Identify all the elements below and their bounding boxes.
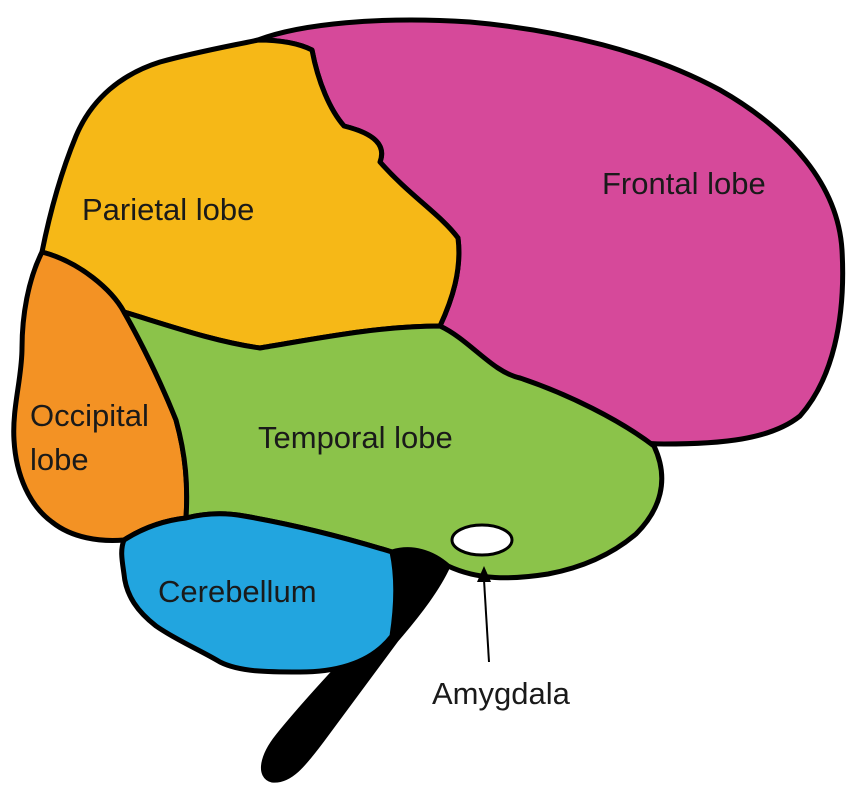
parietal-lobe-label: Parietal lobe bbox=[82, 192, 254, 227]
amygdala-label: Amygdala bbox=[432, 676, 571, 711]
amygdala-arrow bbox=[484, 580, 489, 662]
temporal-lobe-label: Temporal lobe bbox=[258, 420, 453, 455]
occipital-lobe-label-line1: Occipital bbox=[30, 398, 149, 433]
cerebellum-label: Cerebellum bbox=[158, 574, 317, 609]
occipital-lobe-label-line2: lobe bbox=[30, 442, 89, 477]
frontal-lobe-label: Frontal lobe bbox=[602, 166, 766, 201]
amygdala-marker bbox=[452, 525, 512, 555]
